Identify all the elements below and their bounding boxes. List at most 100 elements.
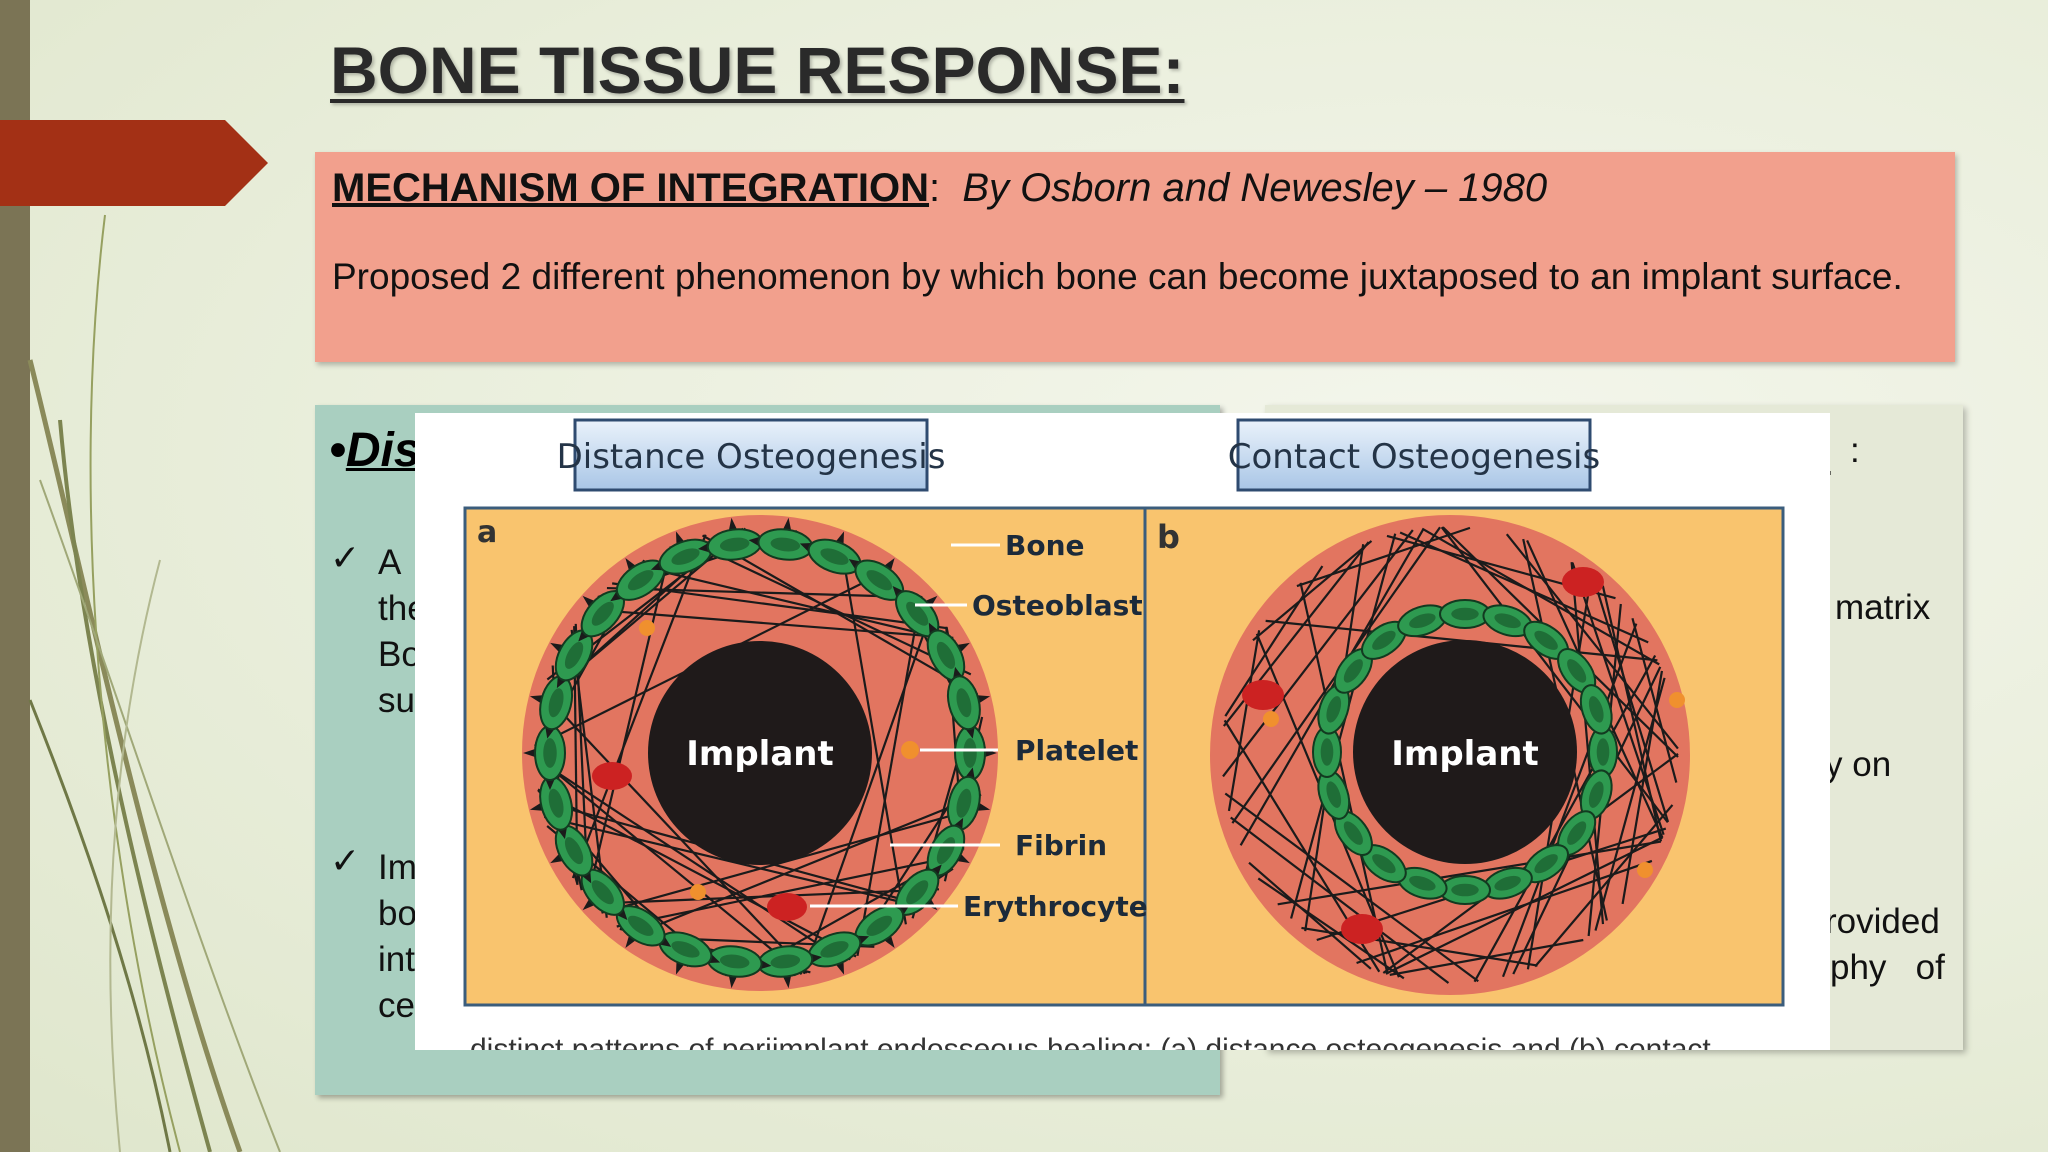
osteoblast-cell <box>848 904 910 949</box>
fibrin-strand <box>1421 527 1660 666</box>
osteoblast-cell <box>1397 866 1448 900</box>
fibrin-strand <box>1631 617 1678 783</box>
fibrin-strand <box>616 854 961 928</box>
distance-heading-text: Dis <box>345 424 421 477</box>
osteogenesis-figure: Distance Osteogenesis Contact Osteogenes… <box>415 413 1830 1050</box>
panel-b-osteoblasts <box>1312 599 1618 905</box>
fibrin-strand <box>534 756 846 963</box>
fibrin-strand <box>586 608 954 639</box>
distance-item1-line4: su <box>378 681 415 720</box>
fibrin-strand <box>1505 533 1679 750</box>
fibrin-strand <box>1230 816 1450 984</box>
mechanism-body: Proposed 2 different phenomenon by which… <box>332 256 1903 297</box>
fibrin-strand <box>1224 792 1479 983</box>
fibrin-strand <box>534 754 803 975</box>
label-osteoblast: Osteoblast <box>972 589 1143 622</box>
distance-item2-line2: bo <box>378 894 417 933</box>
panel-a-letter: a <box>477 515 497 550</box>
fibrin-strand <box>856 595 923 956</box>
contact-title-box <box>1236 418 1592 492</box>
osteoblast-cell <box>697 517 772 561</box>
platelet-shape <box>1637 862 1653 878</box>
distance-item2-line3: int <box>378 940 415 979</box>
distance-title-box <box>573 418 929 492</box>
fibrin-strand <box>1440 526 1669 824</box>
panel-b-implant-label: Implant <box>1391 734 1538 774</box>
distance-item1-line3: Bo <box>378 635 421 674</box>
osteoblast-cell <box>1439 875 1491 905</box>
check-icon: ✓ <box>330 840 361 881</box>
platelet-shape <box>690 884 706 900</box>
fibrin-strand <box>537 788 857 958</box>
panel-a-implant <box>648 641 872 865</box>
panel-a-implant-label: Implant <box>686 734 833 774</box>
fibrin-strand <box>586 546 672 898</box>
osteoblast-cell <box>799 931 870 975</box>
fibrin-strand <box>1299 582 1389 975</box>
fibrin-strand <box>1222 529 1414 778</box>
osteoblast-cell <box>1588 726 1618 778</box>
osteoblast-cell <box>529 767 574 840</box>
osteoblast-cell <box>1439 599 1491 629</box>
osteoblast-cell <box>946 666 991 739</box>
contact-text-fragment: phy of <box>1830 948 1945 987</box>
title-arrow-marker <box>0 120 268 206</box>
fibrin-strand <box>1594 677 1666 931</box>
fibrin-strand <box>839 542 907 925</box>
label-fibrin: Fibrin <box>1015 829 1107 862</box>
distance-bullet: • <box>329 424 346 477</box>
mechanism-heading: MECHANISM OF INTEGRATION <box>332 166 930 210</box>
fibrin-strand <box>686 539 972 676</box>
fibrin-strand <box>802 608 934 975</box>
contact-heading-colon: : <box>1850 431 1860 470</box>
mechanism-box: MECHANISM OF INTEGRATION: By Osborn and … <box>315 152 1955 362</box>
osteoblast-cell <box>1317 684 1351 735</box>
fibrin-strand <box>1389 938 1584 976</box>
platelet-shape <box>901 741 919 759</box>
osteogenesis-diagram: Distance Osteogenesis Contact Osteogenes… <box>463 418 1785 1007</box>
mechanism-colon: : <box>929 166 941 210</box>
fibrin-strand <box>1296 526 1471 588</box>
distance-heading: •Dis <box>329 423 421 478</box>
distance-item2-line1: Im <box>378 848 417 887</box>
osteoblast-cell <box>1397 604 1448 638</box>
fibrin-strand <box>1534 804 1674 968</box>
fibrin-strand <box>1227 630 1261 812</box>
erythrocyte-shape <box>1341 914 1383 944</box>
contact-text-fragment: y on <box>1825 745 1892 784</box>
osteoblast-cell <box>578 586 628 642</box>
fibrin-strand <box>1248 861 1372 970</box>
contact-text-fragment: matrix <box>1835 588 1931 627</box>
platelet-shape <box>639 620 655 636</box>
platelet-shape <box>1263 711 1279 727</box>
slide-title: BONE TISSUE RESPONSE: <box>330 33 1185 107</box>
fibrin-strand <box>1601 585 1663 842</box>
osteoblast-cell <box>1557 648 1597 694</box>
fibrin-strand <box>635 564 956 643</box>
contact-title: Contact Osteogenesis <box>1228 437 1600 477</box>
label-bone: Bone <box>1005 529 1085 562</box>
fibrin-strand <box>542 692 808 974</box>
decorative-curves <box>27 214 281 1152</box>
label-erythrocyte: Erythrocyte <box>963 890 1148 923</box>
label-platelet: Platelet <box>1015 734 1138 767</box>
fibrin-strand <box>629 793 982 938</box>
fibrin-strand <box>612 582 948 630</box>
fibrin-strand <box>1224 565 1324 717</box>
fibrin-strand <box>1257 877 1405 980</box>
erythrocyte-shape <box>592 762 632 790</box>
erythrocyte-shape <box>1562 567 1604 597</box>
platelet-shape <box>1669 692 1685 708</box>
panel-b-letter: b <box>1157 518 1180 556</box>
mechanism-line: MECHANISM OF INTEGRATION: By Osborn and … <box>332 162 1938 214</box>
distance-title: Distance Osteogenesis <box>557 437 946 477</box>
distance-item2-line4: ce <box>378 986 415 1025</box>
osteoblast-cell <box>1312 726 1342 778</box>
panel-b-fibrin <box>1222 526 1679 984</box>
fibrin-strand <box>1473 654 1657 983</box>
panel-b-implant <box>1353 640 1577 864</box>
mechanism-citation: By Osborn and Newesley – 1980 <box>962 166 1548 210</box>
distance-item1-line1: A <box>378 543 402 582</box>
fibrin-strand <box>571 534 707 879</box>
fibrin-strand <box>1356 859 1653 965</box>
